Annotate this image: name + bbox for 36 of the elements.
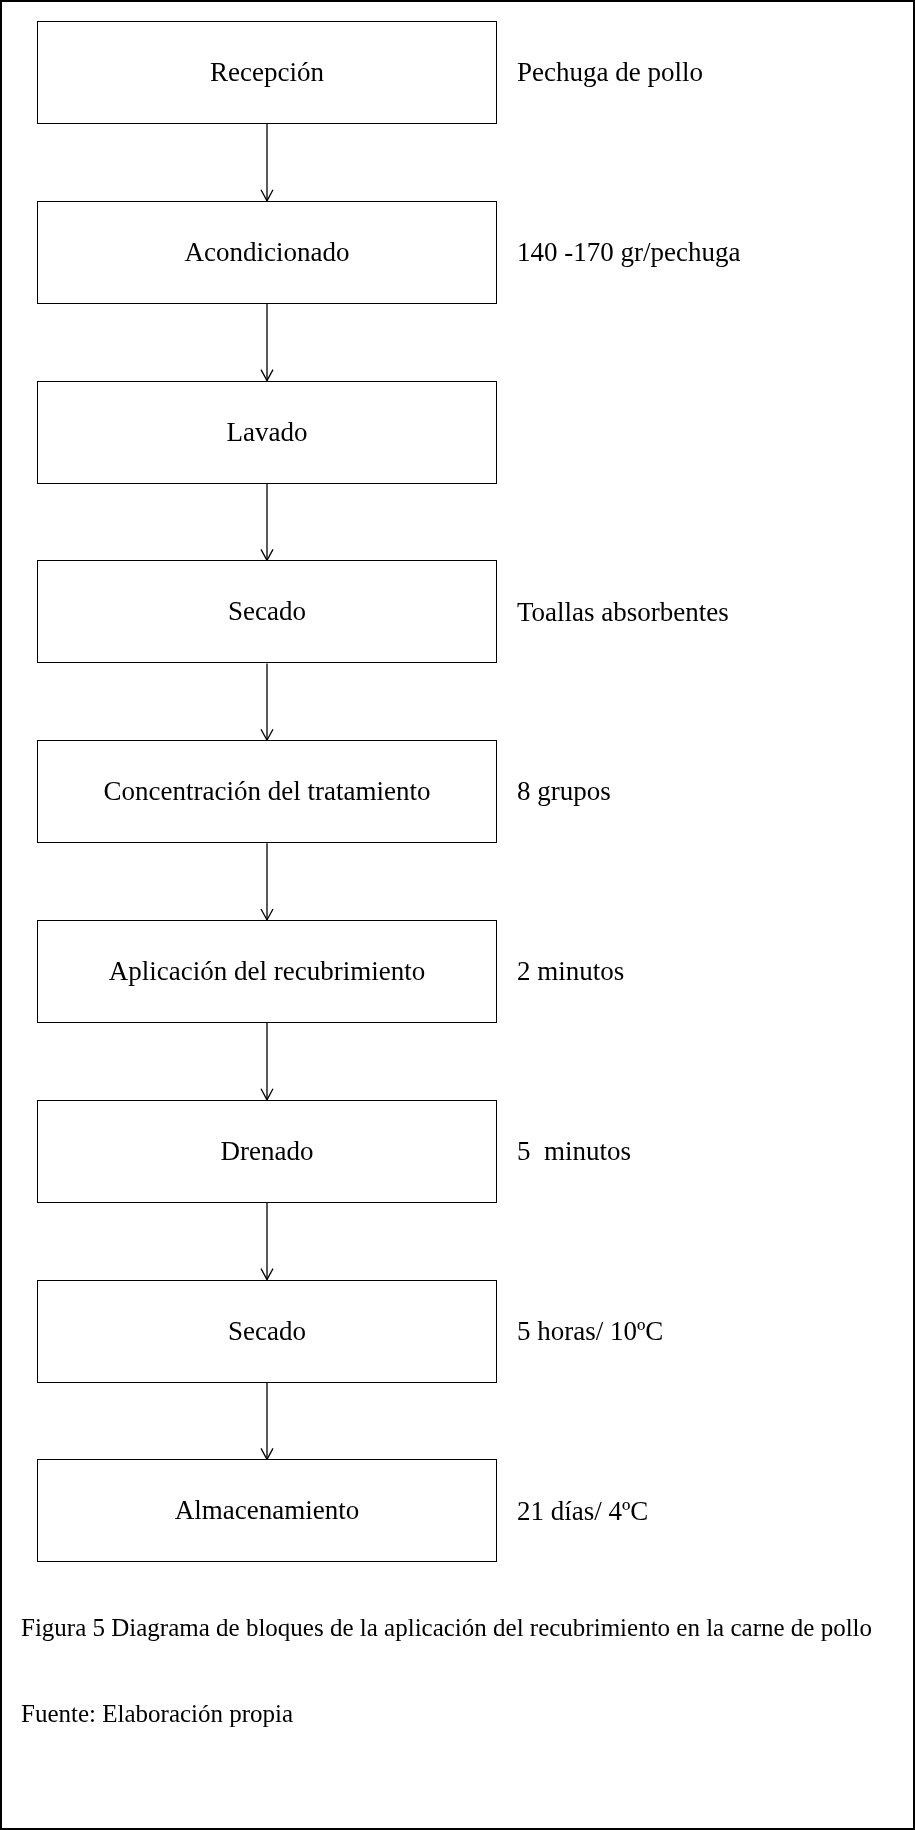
arrow <box>260 842 274 921</box>
step-label: Recepción <box>210 56 324 88</box>
arrow <box>260 1202 274 1281</box>
step-note: 2 minutos <box>517 955 626 989</box>
step-label: Secado <box>228 1315 306 1347</box>
process-box <box>37 200 497 304</box>
source-note: Fuente: Elaboración propia <box>21 1699 294 1729</box>
step-note: Toallas absorbentes <box>517 595 730 629</box>
process-box <box>37 1279 497 1383</box>
step-label: Almacenamiento <box>174 1495 360 1527</box>
step-note: 21 días/ 4ºC <box>517 1494 650 1528</box>
step-label: Lavado <box>226 416 308 448</box>
step-note: 140 -170 gr/pechuga <box>517 236 742 270</box>
process-box <box>37 1459 497 1563</box>
step-label: Concentración del tratamiento <box>103 776 431 808</box>
caption: Figura 5 Diagrama de bloques de la aplicación del recubrimiento en la carne de pollo <box>21 1613 874 1643</box>
process-box <box>37 920 497 1023</box>
process-box <box>37 1099 497 1203</box>
step-label: Acondicionado <box>184 236 350 268</box>
process-box <box>37 380 497 484</box>
step-note: 5 horas/ 10ºC <box>517 1314 665 1348</box>
step-label: Aplicación del recubrimiento <box>108 955 426 987</box>
arrow <box>260 482 274 562</box>
arrow <box>260 303 274 382</box>
step-note: 8 grupos <box>517 775 612 809</box>
arrow <box>260 123 274 202</box>
step-label: Drenado <box>220 1135 314 1167</box>
process-box <box>37 560 497 664</box>
step-note: Pechuga de pollo <box>517 56 704 90</box>
step-label: Secado <box>228 596 306 628</box>
process-box <box>37 21 497 124</box>
arrow <box>260 1381 274 1461</box>
arrow <box>260 1022 274 1101</box>
arrow <box>260 662 274 741</box>
process-box <box>37 740 497 844</box>
step-note: 5 minutos <box>517 1135 632 1169</box>
